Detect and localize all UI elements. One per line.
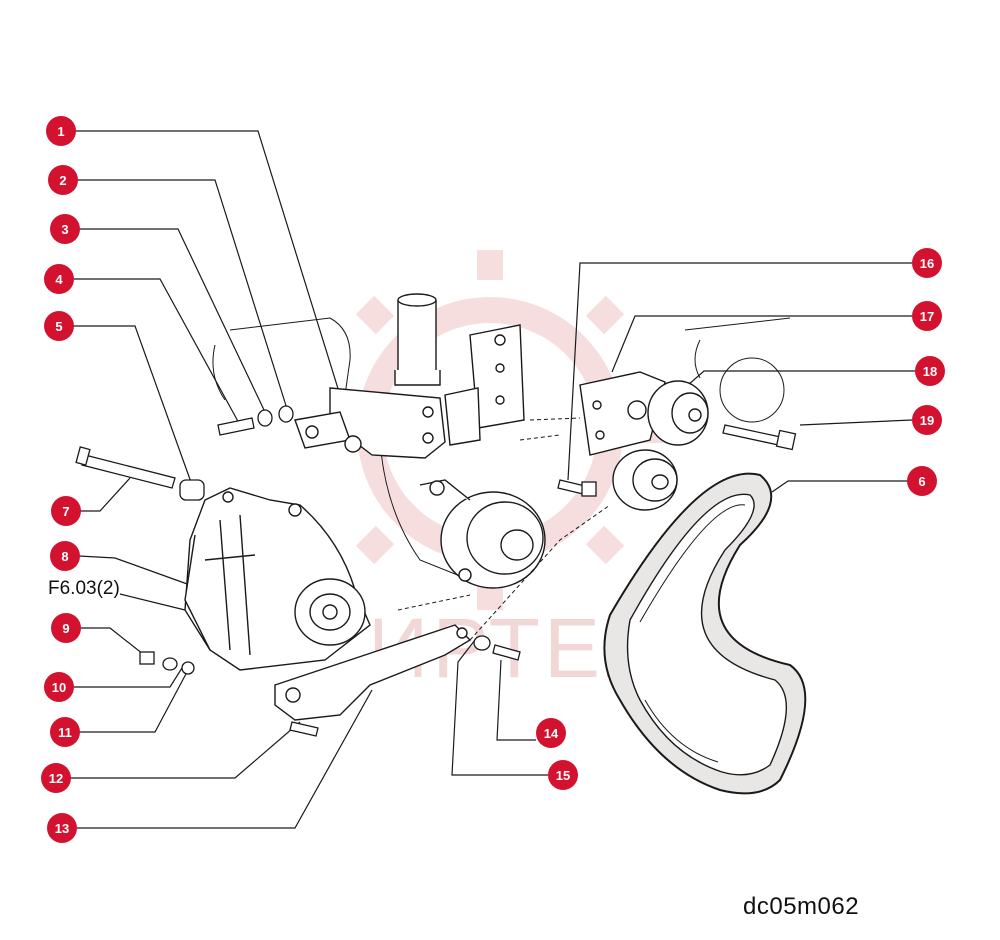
svg-text:2: 2 bbox=[59, 173, 66, 188]
svg-text:14: 14 bbox=[544, 726, 559, 741]
svg-text:9: 9 bbox=[62, 621, 69, 636]
engine-outline bbox=[212, 317, 791, 581]
svg-text:4: 4 bbox=[55, 272, 63, 287]
svg-text:3: 3 bbox=[61, 222, 68, 237]
svg-text:18: 18 bbox=[923, 364, 937, 379]
drawing-id: dc05m062 bbox=[743, 893, 860, 920]
callout-5[interactable]: 5 bbox=[44, 311, 74, 341]
svg-text:17: 17 bbox=[920, 309, 934, 324]
callout-markers: 1 2 3 4 5 7 8 9 10 11 12 13 16 17 18 19 … bbox=[41, 116, 945, 843]
svg-text:7: 7 bbox=[62, 504, 69, 519]
svg-text:19: 19 bbox=[920, 413, 934, 428]
svg-text:8: 8 bbox=[61, 549, 68, 564]
reference-label: F6.03(2) bbox=[48, 578, 120, 599]
callout-6[interactable]: 6 bbox=[907, 466, 937, 496]
svg-text:10: 10 bbox=[52, 680, 66, 695]
svg-text:12: 12 bbox=[49, 771, 63, 786]
belt-tensioner bbox=[579, 371, 709, 511]
coolant-pipe bbox=[394, 293, 441, 386]
callout-8[interactable]: 8 bbox=[50, 541, 80, 571]
callout-13[interactable]: 13 bbox=[47, 813, 77, 843]
alternator-bracket bbox=[294, 324, 525, 459]
callout-4[interactable]: 4 bbox=[44, 264, 74, 294]
svg-text:13: 13 bbox=[55, 821, 69, 836]
svg-text:6: 6 bbox=[918, 474, 925, 489]
callout-15[interactable]: 15 bbox=[548, 760, 578, 790]
svg-text:5: 5 bbox=[55, 319, 62, 334]
callout-10[interactable]: 10 bbox=[44, 672, 74, 702]
fasteners bbox=[75, 405, 797, 737]
callout-3[interactable]: 3 bbox=[50, 214, 80, 244]
callout-17[interactable]: 17 bbox=[912, 301, 942, 331]
callout-2[interactable]: 2 bbox=[48, 165, 78, 195]
alternator bbox=[184, 487, 371, 671]
poly-v-belt bbox=[603, 472, 807, 795]
adjusting-strap bbox=[274, 624, 472, 721]
callout-1[interactable]: 1 bbox=[46, 116, 76, 146]
callout-7[interactable]: 7 bbox=[51, 496, 81, 526]
callout-9[interactable]: 9 bbox=[51, 613, 81, 643]
callout-16[interactable]: 16 bbox=[912, 248, 942, 278]
callout-14[interactable]: 14 bbox=[536, 718, 566, 748]
callout-18[interactable]: 18 bbox=[915, 356, 945, 386]
water-pump bbox=[419, 479, 546, 589]
svg-text:1: 1 bbox=[57, 124, 64, 139]
assembly-guide-lines bbox=[397, 417, 611, 641]
callout-19[interactable]: 19 bbox=[912, 405, 942, 435]
leader-lines bbox=[70, 130, 915, 829]
svg-text:15: 15 bbox=[556, 768, 570, 783]
callout-12[interactable]: 12 bbox=[41, 763, 71, 793]
callout-11[interactable]: 11 bbox=[50, 717, 80, 747]
svg-text:11: 11 bbox=[58, 725, 72, 740]
svg-text:16: 16 bbox=[920, 256, 934, 271]
